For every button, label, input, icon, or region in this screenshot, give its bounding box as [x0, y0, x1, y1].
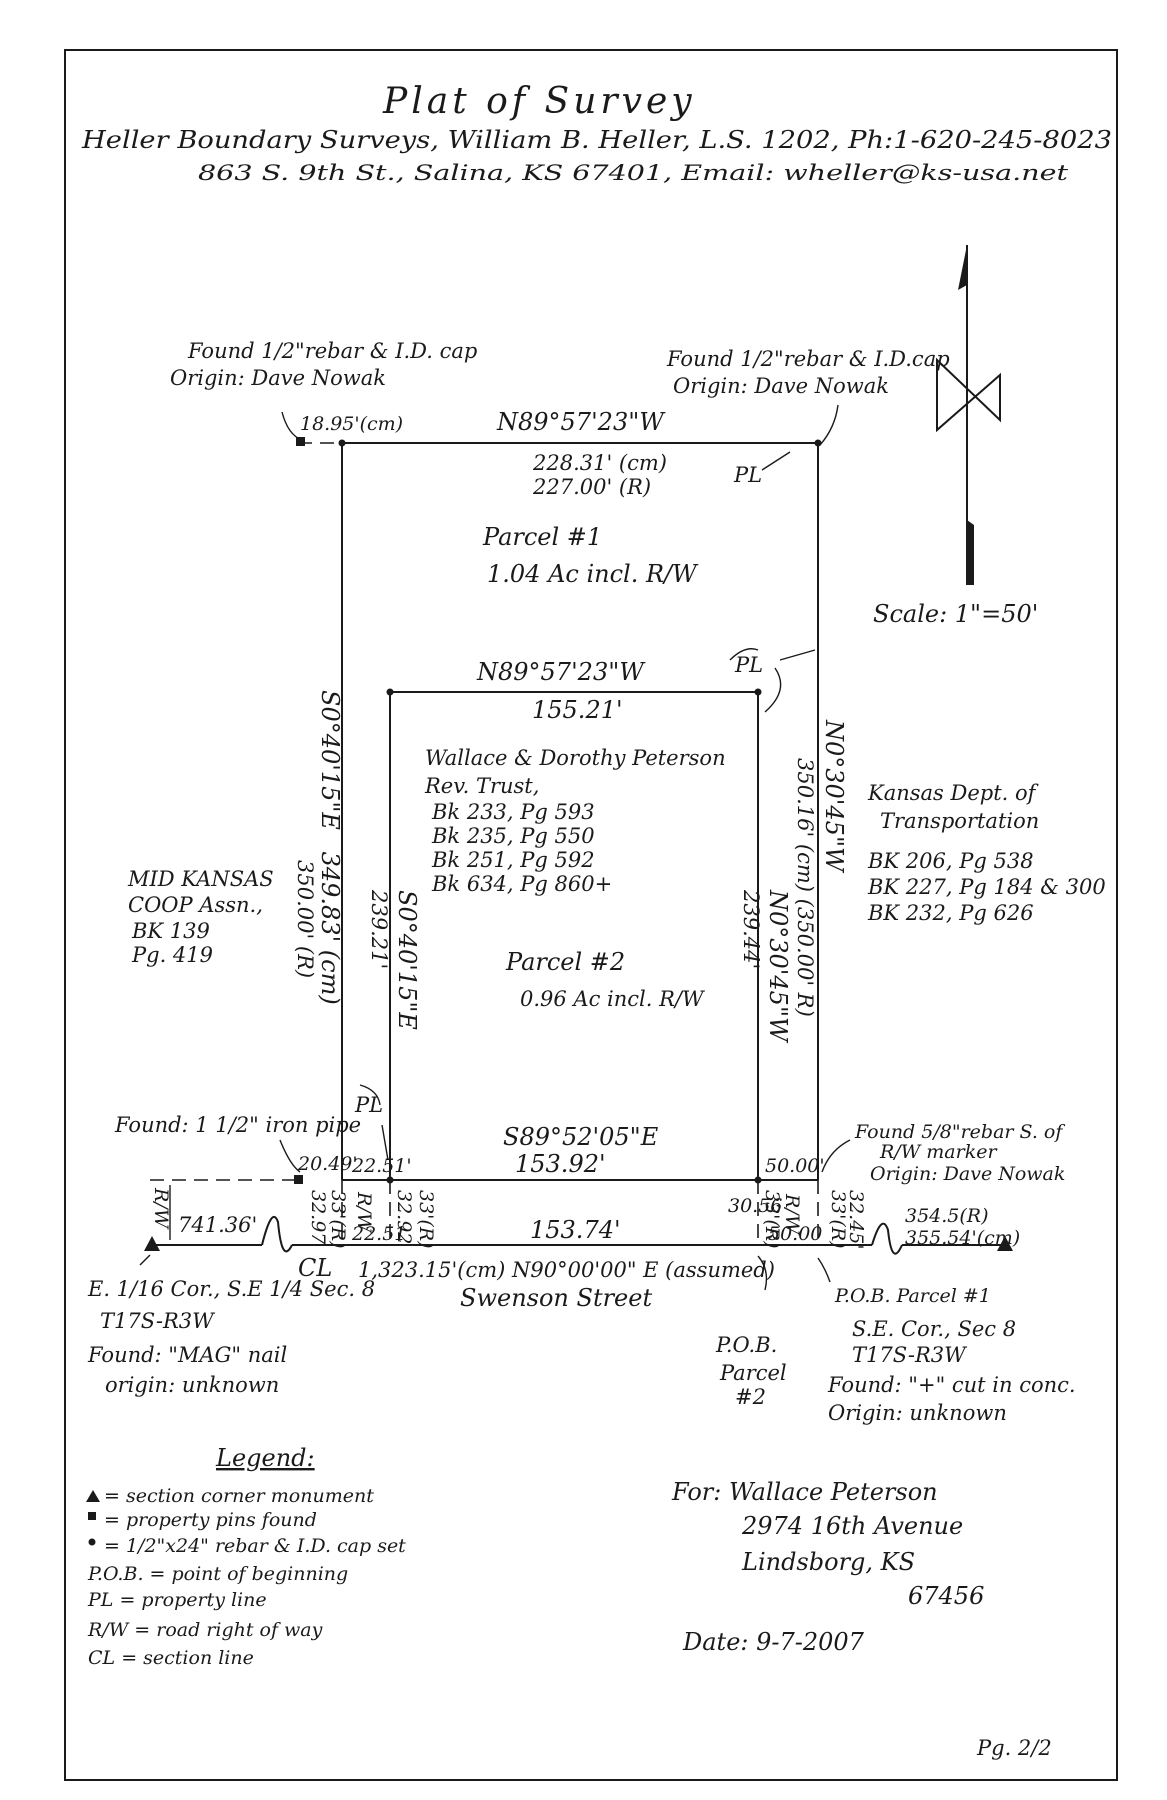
- p1-north-bearing: N89°57'23"W: [496, 408, 666, 436]
- p1-name: Parcel #1: [482, 523, 602, 551]
- property-pin-icon: [294, 1175, 303, 1184]
- rw-dist-33r3: 33'(R): [761, 1190, 783, 1249]
- west-neighbor: MID KANSAS COOP Assn., BK 139 Pg. 419: [127, 867, 280, 967]
- se-corner-note: S.E. Cor., Sec 8 T17S-R3W Found: "+" cut…: [827, 1317, 1082, 1425]
- pl-leader: [729, 648, 816, 713]
- pob-leader: [757, 1255, 768, 1291]
- scale-label: Scale: 1"=50': [873, 600, 1038, 628]
- p2-west-dist: 239.21': [367, 889, 391, 969]
- pob-parcel-1: P.O.B. Parcel #1: [834, 1285, 991, 1307]
- p1-area: 1.04 Ac incl. R/W: [487, 560, 699, 588]
- p2-west-label: S0°40'15"E: [393, 890, 421, 1030]
- street-name: Swenson Street: [460, 1284, 652, 1312]
- rw-dist-33r4: 33'(R): [827, 1190, 849, 1249]
- p2-name: Parcel #2: [505, 948, 625, 976]
- rw-dist-35554: 355.54'(cm): [905, 1227, 1020, 1249]
- pin-set-icon: [338, 439, 346, 447]
- rw-dist-74136: 741.36': [178, 1213, 257, 1237]
- section-corner-monument-icon: [86, 1490, 100, 1502]
- p1-north-dist-cm: 228.31' (cm): [532, 451, 667, 475]
- plat-title: Plat of Survey: [382, 81, 696, 122]
- section-corner-monument-icon: [997, 1236, 1013, 1251]
- parcel-2-boundary: [342, 691, 818, 1181]
- rw-dist-5000b: 50.00: [768, 1223, 822, 1245]
- property-pin-icon: [296, 437, 305, 446]
- rw-dist-2049: 20.49': [297, 1153, 358, 1175]
- sheet-border: [64, 49, 1118, 1781]
- p2-north-dist: 155.21': [532, 696, 623, 724]
- sw-corner-leader: [139, 1254, 151, 1266]
- legend-items: = section corner monument = property pin…: [87, 1485, 412, 1669]
- rw-dist-33r2: 33'(R): [415, 1190, 437, 1249]
- se-corner-leader: [817, 1257, 831, 1283]
- east-neighbor: Kansas Dept. of Transportation BK 206, P…: [867, 781, 1112, 925]
- p2-north-bearing: N89°57'23"W: [476, 658, 646, 686]
- pl-label: PL: [733, 463, 762, 487]
- rw-dist-3245: 32.45': [845, 1190, 867, 1250]
- baseline-label: 1,323.15'(cm) N90°00'00" E (assumed): [358, 1258, 775, 1282]
- p1-west-r: 350.00' (R): [293, 860, 317, 978]
- se-pin-note: Found 5/8"rebar S. of R/W marker Origin:…: [854, 1121, 1068, 1185]
- pin-set-icon: [88, 1538, 96, 1546]
- rw-dist-2251a: 22.51': [351, 1155, 412, 1177]
- rw-dist-3545r: 354.5(R): [905, 1205, 989, 1227]
- ne-corner-note: Found 1/2"rebar & I.D.cap Origin: Dave N…: [666, 347, 956, 398]
- rw-dist-3297: 32.97: [307, 1190, 329, 1245]
- section-corner-monument-icon: [144, 1236, 160, 1251]
- p2-east-dist: 239.44': [739, 889, 763, 969]
- p1-west-label: S0°40'15"E 349.83' (cm): [316, 690, 344, 1005]
- client-block: For: Wallace Peterson 2974 16th Avenue L…: [671, 1478, 984, 1610]
- pl-label: PL: [734, 653, 763, 677]
- pob-parcel-2: P.O.B. Parcel #2: [715, 1333, 793, 1409]
- rw-dist-33r1: 33'(R): [327, 1190, 349, 1249]
- parcel-1-boundary: [298, 442, 819, 1180]
- p1-east-label: N0°30'45"W: [820, 719, 848, 874]
- surveyor-line: Heller Boundary Surveys, William B. Hell…: [81, 126, 1112, 154]
- rw-label: R/W: [150, 1187, 172, 1230]
- sw-leader: [279, 1139, 301, 1173]
- owner-block: Wallace & Dorothy Peterson Rev. Trust, B…: [424, 746, 732, 896]
- pl-label: PL: [354, 1093, 383, 1117]
- rw-dist-5000a: 50.00': [765, 1155, 825, 1177]
- rw-dist-3056: 30.56: [728, 1195, 782, 1217]
- p1-east-dist: 350.16' (cm) (350.00' R): [793, 758, 817, 1017]
- sw-pin-note: Found: 1 1/2" iron pipe: [114, 1113, 361, 1137]
- p2-south-dist: 153.92': [515, 1150, 606, 1178]
- pin-set-icon: [754, 688, 762, 696]
- nw-leader: [281, 411, 303, 441]
- nw-corner-note: Found 1/2"rebar & I.D. cap Origin: Dave …: [170, 339, 484, 390]
- p2-east-label: N0°30'45"W: [764, 889, 792, 1044]
- property-pin-icon: [88, 1512, 96, 1520]
- pin-set-icon: [814, 439, 822, 447]
- pl-leader: [761, 451, 791, 471]
- p2-south-bearing: S89°52'05"E: [503, 1123, 659, 1151]
- p2-area: 0.96 Ac incl. R/W: [520, 987, 706, 1011]
- nw-offset-label: 18.95'(cm): [300, 413, 403, 435]
- sw-corner-note: E. 1/16 Cor., S.E 1/4 Sec. 8 T17S-R3W Fo…: [87, 1277, 382, 1397]
- se-leader: [821, 1139, 851, 1173]
- rw-dist-2251b: 22.51: [351, 1223, 406, 1245]
- page-number: Pg. 2/2: [976, 1736, 1052, 1760]
- pin-set-icon: [386, 688, 394, 696]
- survey-date: Date: 9-7-2007: [682, 1628, 865, 1656]
- rw-dist-15374: 153.74': [530, 1216, 621, 1244]
- pl-leader: [359, 1084, 389, 1161]
- north-arrow-icon: [936, 245, 1001, 585]
- address-line: 863 S. 9th St., Salina, KS 67401, Email:…: [198, 161, 1069, 185]
- p1-north-dist-r: 227.00' (R): [532, 475, 651, 499]
- legend-title: Legend:: [215, 1444, 315, 1472]
- right-of-way-lines: [150, 1179, 1005, 1255]
- ne-leader: [819, 404, 839, 446]
- section-line-label: CL: [298, 1254, 332, 1282]
- rw-label: R/W: [781, 1193, 803, 1236]
- rw-dist-3292: 32.92: [393, 1190, 415, 1244]
- rw-label: R/W: [353, 1191, 375, 1234]
